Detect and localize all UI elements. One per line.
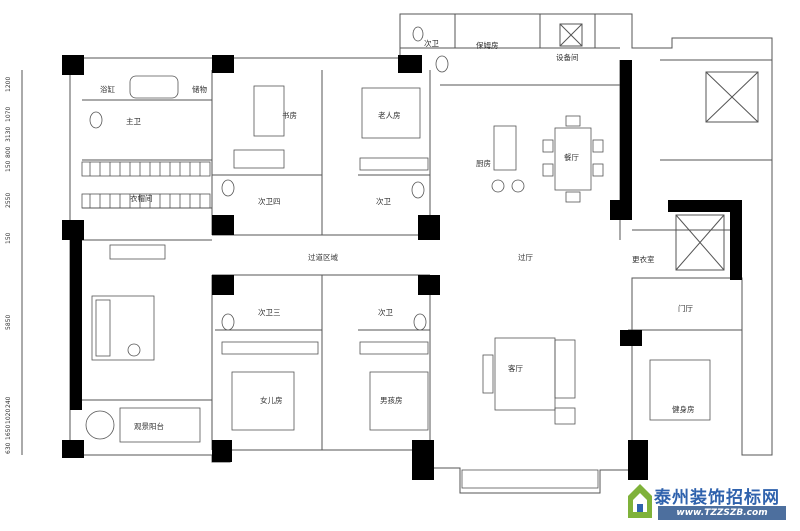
wall-blocks bbox=[62, 55, 742, 480]
dim-1200: 1200 bbox=[5, 77, 12, 92]
watermark-title: 泰州装饰招标网 bbox=[654, 488, 780, 508]
house-logo-icon bbox=[628, 484, 652, 518]
label-bath-five: 次卫 bbox=[378, 307, 393, 317]
watermark-url: www.TZZSZB.com bbox=[658, 506, 786, 520]
label-daughter-room: 女儿房 bbox=[260, 395, 283, 405]
label-equipment: 设备间 bbox=[556, 52, 579, 62]
label-elder-room: 老人房 bbox=[378, 110, 401, 120]
dim-3130: 3130 bbox=[5, 127, 12, 142]
label-gym: 健身房 bbox=[672, 404, 695, 414]
label-living: 客厅 bbox=[508, 363, 523, 373]
label-bath-secondary-top: 次卫 bbox=[424, 38, 439, 48]
dim-1020: 1020 bbox=[5, 409, 12, 424]
dim-1070: 1070 bbox=[5, 107, 12, 122]
label-son-room: 男孩房 bbox=[380, 395, 403, 405]
dim-240: 240 bbox=[5, 396, 12, 408]
dim-5850: 5850 bbox=[5, 315, 12, 330]
furniture bbox=[81, 26, 711, 489]
dim-150: 150 bbox=[5, 160, 12, 172]
label-study: 书房 bbox=[282, 110, 297, 120]
dim-2550: 2550 bbox=[5, 193, 12, 208]
label-bath-three: 次卫三 bbox=[258, 307, 281, 317]
room-labels: 次卫 保姆房 设备间 主卫 浴缸 储物 书房 老人房 厨房 餐厅 衣帽间 次卫四… bbox=[100, 38, 695, 431]
label-small-room: 储物 bbox=[192, 84, 207, 94]
label-changing: 更衣室 bbox=[632, 254, 655, 264]
label-kitchen: 厨房 bbox=[476, 158, 491, 168]
label-corridor: 过道区域 bbox=[308, 252, 338, 262]
dim-1650: 1650 bbox=[5, 425, 12, 440]
label-hall: 过厅 bbox=[518, 252, 533, 262]
label-balcony: 观景阳台 bbox=[134, 421, 164, 431]
dim-150-b: 150 bbox=[5, 232, 12, 244]
label-laundry: 保姆房 bbox=[476, 40, 499, 50]
label-walk-in-closet: 衣帽间 bbox=[130, 193, 153, 203]
elevator-shafts bbox=[559, 23, 759, 271]
dim-630: 630 bbox=[5, 442, 12, 454]
dim-800: 800 bbox=[5, 146, 12, 158]
dimension-labels: 1200 1070 3130 800 150 2550 150 5850 240… bbox=[5, 77, 12, 454]
label-bathtub: 浴缸 bbox=[100, 84, 115, 94]
label-dining: 餐厅 bbox=[564, 153, 579, 162]
label-foyer: 门厅 bbox=[678, 304, 693, 313]
label-bath-two: 次卫四 bbox=[258, 196, 281, 206]
label-bath-master: 主卫 bbox=[126, 116, 141, 126]
label-bath-one: 次卫 bbox=[376, 196, 391, 206]
